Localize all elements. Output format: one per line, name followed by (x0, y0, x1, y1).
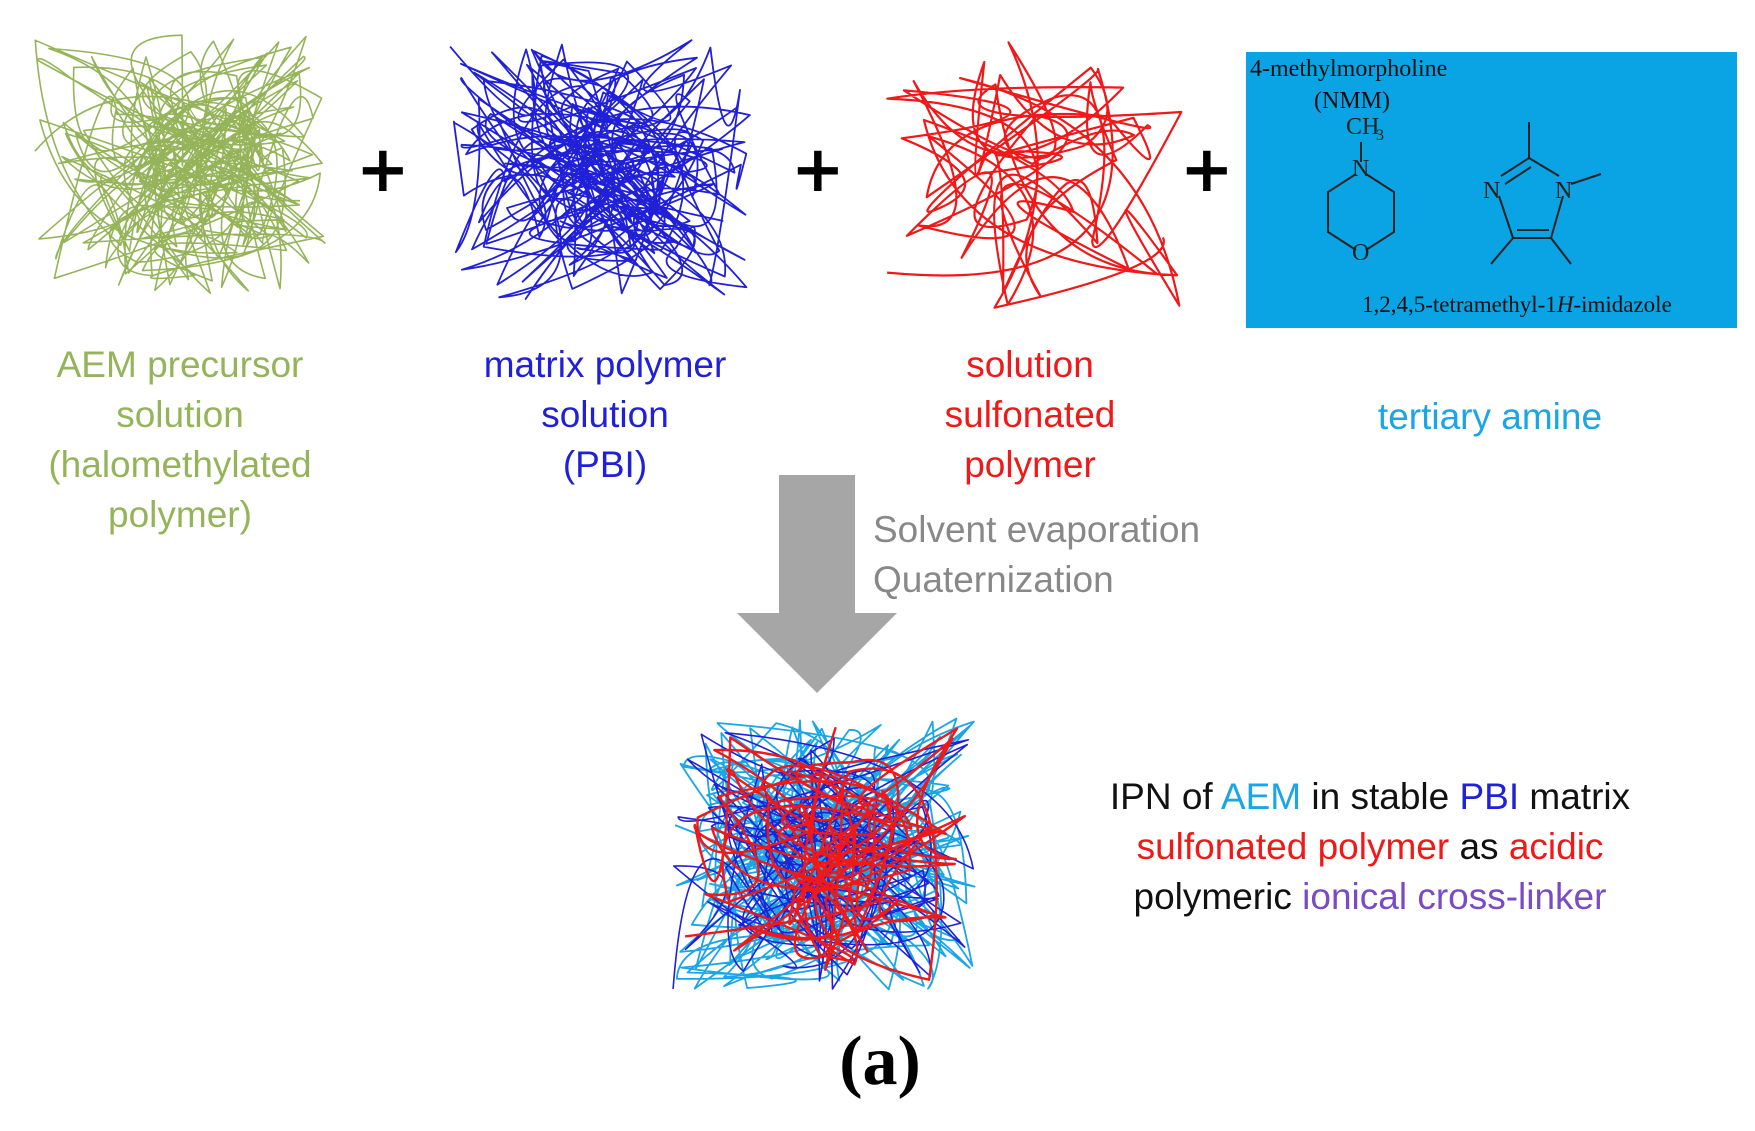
ipn-network-coil (672, 717, 976, 991)
nmm-abbrev: (NMM) (1314, 88, 1390, 114)
component-label-line: sulfonated (944, 394, 1116, 435)
pbi-matrix-coil (449, 39, 751, 300)
ipn-text-segment: as (1449, 826, 1509, 867)
ipn-description-line-3: polymeric ionical cross-linker (1040, 872, 1700, 922)
ipn-text-segment: in stable (1301, 776, 1460, 817)
ipn-text-segment: ionical cross-linker (1302, 876, 1607, 917)
plus-sign-1: + (356, 133, 410, 207)
imidazole-nitrogen-1: N (1555, 178, 1572, 204)
aem-precursor-label: AEM precursor solution (halomethylated poly… (10, 340, 350, 540)
component-label-line: polymer) (108, 494, 252, 535)
imidazole-name: 1,2,4,5-tetramethyl-1H-imidazole (1362, 292, 1672, 317)
nmm-nitrogen: N (1352, 156, 1369, 182)
ch3-subscript: 3 (1376, 127, 1384, 144)
ipn-description-line-1: IPN of AEM in stable PBI matrix (1040, 772, 1700, 822)
ipn-description-line-2: sulfonated polymer as acidic (1040, 822, 1700, 872)
plus-sign-3: + (1180, 133, 1234, 207)
ipn-text-segment: matrix (1519, 776, 1631, 817)
imidazole-nitrogen-3: N (1483, 178, 1500, 204)
ch3-label: CH (1346, 114, 1379, 140)
imidazole-structure: N N (1483, 122, 1602, 265)
ipn-text-segment: IPN of (1109, 776, 1221, 817)
sulfonated-polymer-label: solution sulfonated polymer (880, 340, 1180, 490)
component-label-line: (halomethylated (48, 444, 312, 485)
ipn-text-segment: polymeric (1133, 876, 1303, 917)
component-label-line: solution (116, 394, 244, 435)
component-label-line: (PBI) (562, 444, 648, 485)
ipn-description: IPN of AEM in stable PBI matrix sulfonat… (1040, 772, 1700, 922)
step-solvent-evaporation: Solvent evaporation (873, 509, 1201, 550)
component-label-line: AEM precursor (56, 344, 304, 385)
nmm-oxygen: O (1352, 240, 1369, 262)
ipn-text-segment: sulfonated polymer (1136, 826, 1450, 867)
aem-precursor-coil (34, 34, 326, 294)
matrix-polymer-label: matrix polymer solution (PBI) (440, 340, 770, 490)
component-label-line: solution (966, 344, 1094, 385)
component-label-line: solution (541, 394, 669, 435)
component-label-line: tertiary amine (1377, 396, 1603, 437)
component-label-line: matrix polymer (483, 344, 727, 385)
tertiary-amine-label: tertiary amine (1280, 392, 1700, 442)
plus-sign-2: + (791, 133, 845, 207)
nmm-name: 4-methylmorpholine (1250, 56, 1448, 82)
nmm-structure: CH 3 N O (1327, 114, 1395, 262)
sulfonated-polymer-coil (886, 41, 1183, 309)
ipn-text-segment: acidic (1508, 826, 1604, 867)
ipn-text-segment: PBI (1459, 776, 1520, 817)
component-label-line: polymer (964, 444, 1096, 485)
ipn-text-segment: AEM (1220, 776, 1302, 817)
figure-caption: (a) (839, 1023, 921, 1100)
tertiary-amine-structures-box: 4-methylmorpholine (NMM) CH 3 N O N N (1246, 52, 1737, 328)
process-arrow (737, 475, 897, 693)
step-quaternization: Quaternization (873, 559, 1114, 600)
